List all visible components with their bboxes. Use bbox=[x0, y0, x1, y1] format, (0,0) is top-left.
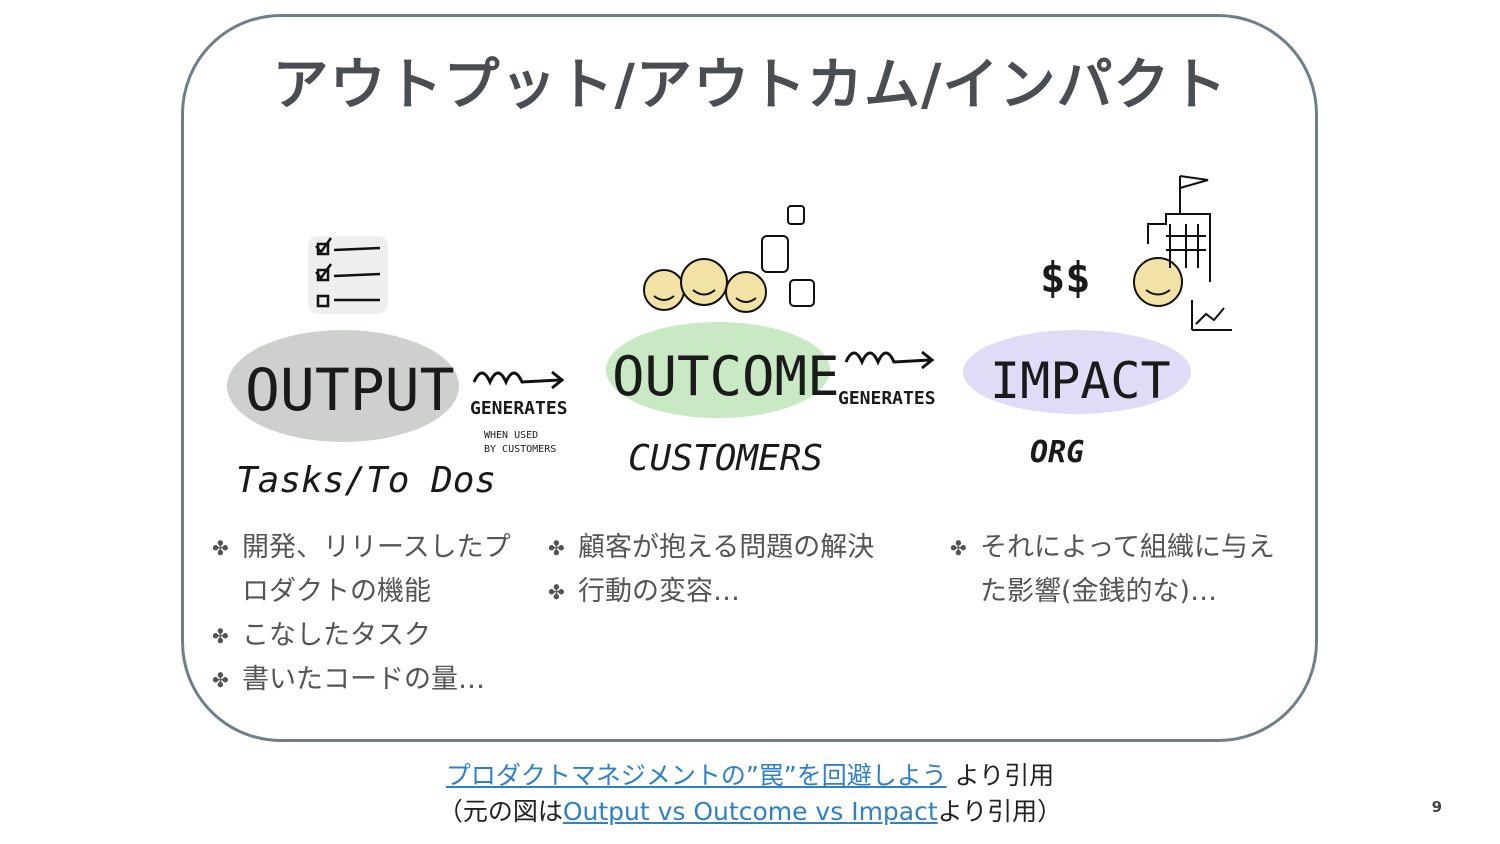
output-group: OUTPUT Tasks/To Dos bbox=[227, 236, 496, 501]
building-icon bbox=[1147, 175, 1232, 331]
credit-prefix-2: （元の図は bbox=[437, 797, 563, 826]
source-link-2[interactable]: Output vs Outcome vs Impact bbox=[562, 797, 938, 826]
output-label: OUTPUT bbox=[245, 356, 455, 424]
credit-line-1: プロダクトマネジメントの”罠”を回避しよう より引用 bbox=[0, 756, 1500, 792]
impact-group: $$ IMPACT ORG bbox=[963, 175, 1232, 470]
bullets-outcome: ✤ 顧客が抱える問題の解決 ✤ 行動の変容… bbox=[548, 526, 928, 614]
bullet-item: ✤ それによって組織に与えた影響(金銭的な)… bbox=[950, 526, 1300, 614]
credit-suffix-1: より引用 bbox=[946, 761, 1055, 790]
bullet-text: 書いたコードの量… bbox=[242, 664, 485, 695]
output-sub: Tasks/To Dos bbox=[236, 460, 496, 501]
outcome-group: OUTCOME CUSTOMERS bbox=[606, 205, 840, 479]
arrow-1-label: GENERATES bbox=[470, 398, 568, 419]
credit-suffix-2: より引用） bbox=[937, 797, 1063, 826]
outcome-blob bbox=[606, 322, 830, 418]
outcome-sub: CUSTOMERS bbox=[628, 438, 823, 479]
bullet-text: 顧客が抱える問題の解決 bbox=[578, 532, 875, 563]
bullet-marker-icon: ✤ bbox=[212, 668, 229, 692]
arrow-2-label: GENERATES bbox=[838, 388, 936, 409]
source-link-1[interactable]: プロダクトマネジメントの”罠”を回避しよう bbox=[445, 761, 947, 790]
bullet-marker-icon: ✤ bbox=[950, 536, 967, 560]
credit-line-2: （元の図はOutput vs Outcome vs Impactより引用） bbox=[0, 792, 1500, 828]
bullet-text: こなしたタスク bbox=[242, 620, 431, 651]
bullet-item: ✤ 開発、リリースしたプロダクトの機能 bbox=[212, 526, 512, 614]
checklist-lines bbox=[315, 237, 381, 308]
arrow-1-note-2: BY CUSTOMERS bbox=[484, 444, 556, 455]
impact-money: $$ bbox=[1040, 253, 1091, 302]
thumbs-up-icon bbox=[761, 205, 815, 307]
bullets-impact: ✤ それによって組織に与えた影響(金銭的な)… bbox=[950, 526, 1300, 614]
outcome-label: OUTCOME bbox=[612, 345, 840, 408]
arrow-1-note-1: WHEN USED bbox=[484, 430, 538, 441]
arrow-1: GENERATES WHEN USED BY CUSTOMERS bbox=[470, 370, 568, 455]
bullet-marker-icon: ✤ bbox=[212, 536, 229, 560]
bullet-item: ✤ 書いたコードの量… bbox=[212, 658, 512, 702]
page-number: 9 bbox=[1431, 798, 1442, 816]
smiley-faces-icon bbox=[643, 258, 767, 313]
impact-sub: ORG bbox=[1030, 435, 1084, 470]
bullet-text: 行動の変容… bbox=[578, 576, 740, 607]
bullet-marker-icon: ✤ bbox=[548, 536, 565, 560]
bullets-output: ✤ 開発、リリースしたプロダクトの機能 ✤ こなしたタスク ✤ 書いたコードの量… bbox=[212, 526, 512, 702]
bullet-marker-icon: ✤ bbox=[548, 580, 565, 604]
output-blob bbox=[227, 330, 459, 442]
impact-label: IMPACT bbox=[990, 352, 1171, 410]
bullet-text: 開発、リリースしたプロダクトの機能 bbox=[242, 532, 511, 607]
bullet-item: ✤ 顧客が抱える問題の解決 bbox=[548, 526, 928, 570]
arrow-2: GENERATES bbox=[838, 350, 936, 409]
bullet-text: それによって組織に与えた影響(金銭的な)… bbox=[980, 532, 1275, 607]
bullet-item: ✤ こなしたタスク bbox=[212, 614, 512, 658]
bullet-item: ✤ 行動の変容… bbox=[548, 570, 928, 614]
impact-face-icon bbox=[1133, 257, 1183, 307]
slide-title: アウトプット/アウトカム/インパクト bbox=[272, 53, 1228, 118]
bullet-marker-icon: ✤ bbox=[212, 624, 229, 648]
impact-blob bbox=[963, 330, 1191, 414]
